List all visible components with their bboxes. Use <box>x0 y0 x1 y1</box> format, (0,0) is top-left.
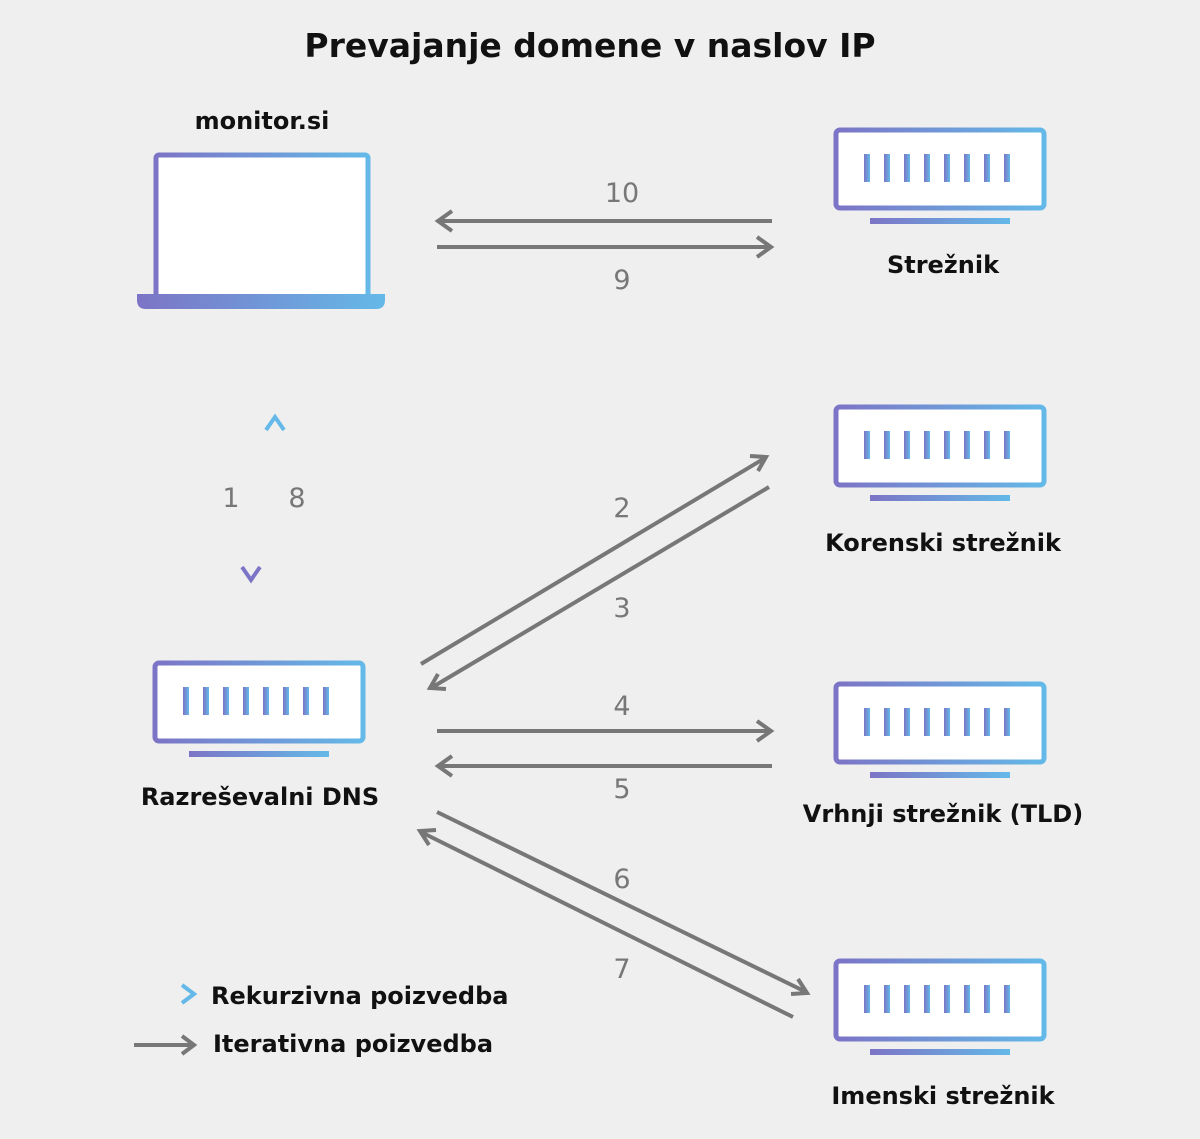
step-5-label: 5 <box>613 774 630 805</box>
arrow-step-6 <box>436 810 811 996</box>
step-6-label: 6 <box>613 864 630 895</box>
arrow-step-9 <box>437 235 775 259</box>
step-4-label: 4 <box>613 691 630 722</box>
arrow-step-10 <box>434 209 772 233</box>
arrow-step-7 <box>416 828 794 1019</box>
name-server-label: Imenski strežnik <box>831 1082 1055 1110</box>
step-2-label: 2 <box>613 493 630 524</box>
legend: Rekurzivna poizvedba Iterativna poizvedb… <box>134 982 508 1058</box>
name-server-icon <box>836 961 1044 1055</box>
arrow-step-8 <box>264 413 286 583</box>
step-8-label: 8 <box>288 483 305 514</box>
tld-server-icon <box>836 684 1044 778</box>
tld-server-label: Vrhnji strežnik (TLD) <box>803 800 1083 828</box>
legend-recursive-arrow <box>134 983 198 1005</box>
arrow-step-2 <box>419 454 770 666</box>
step-1-label: 1 <box>222 483 239 514</box>
legend-iterative-arrow <box>134 1034 198 1056</box>
root-server-label: Korenski strežnik <box>825 529 1062 557</box>
resolver-server-icon <box>155 663 363 757</box>
arrow-step-4 <box>437 719 775 743</box>
arrow-step-5 <box>434 754 772 778</box>
step-9-label: 9 <box>613 265 630 296</box>
step-7-label: 7 <box>613 954 630 985</box>
legend-recursive-label: Rekurzivna poizvedba <box>211 982 508 1010</box>
client-label: monitor.si <box>195 107 330 135</box>
laptop-icon <box>137 152 385 309</box>
diagram-title: Prevajanje domene v naslov IP <box>304 26 875 65</box>
legend-iterative-label: Iterativna poizvedba <box>213 1030 493 1058</box>
arrow-step-1 <box>240 415 262 584</box>
web-server-label: Strežnik <box>887 251 1000 279</box>
resolver-label: Razreševalni DNS <box>141 783 379 811</box>
root-server-icon <box>836 407 1044 501</box>
step-3-label: 3 <box>613 593 630 624</box>
arrow-step-3 <box>426 485 771 691</box>
web-server-icon <box>836 130 1044 224</box>
step-10-label: 10 <box>605 178 639 209</box>
